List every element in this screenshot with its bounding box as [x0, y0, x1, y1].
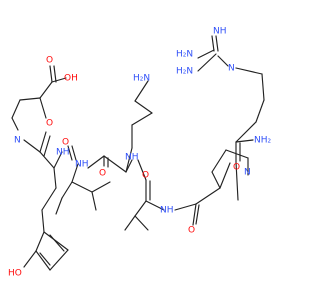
arginine-carbonyl-o-label: O [233, 163, 240, 173]
guanidine-nh-label: NH [213, 27, 227, 37]
proline2-ring-n-label: N [14, 136, 21, 146]
proline1-ring-n-label: N [244, 168, 251, 178]
valine1-nh-label: NH [160, 206, 174, 216]
proline2-acid-o-label: O [46, 56, 53, 66]
valine1-carbonyl-o-label: O [142, 171, 149, 181]
lysine-carbonyl-o-label: O [99, 169, 106, 179]
tyrosine-carbonyl-o-label: O [46, 119, 53, 129]
atom-labels: NH H₂N H₂N N NH₂ O N O NH O H₂N NH O NH … [8, 27, 272, 279]
proline1-carbonyl-o-label: O [188, 226, 195, 236]
arginine-amine-label: NH₂ [254, 136, 272, 146]
guanidine-nh2-label-a: H₂N [176, 50, 193, 60]
lysine-side-amine-label: H₂N [133, 74, 150, 84]
valine2-nh-label: NH [75, 160, 89, 170]
lysine-nh-label: NH [125, 153, 139, 163]
bonds [11, 35, 265, 271]
tyrosine-hydroxyl-label: HO [8, 269, 22, 279]
molecule-structure-diagram: NH H₂N H₂N N NH₂ O N O NH O H₂N NH O NH … [8, 27, 272, 279]
valine2-carbonyl-o-label: O [62, 138, 69, 148]
proline2-acid-oh-label: OH [64, 74, 78, 84]
tyrosine-nh-label: NH [56, 148, 70, 158]
guanidine-n-label: N [228, 64, 235, 74]
guanidine-nh2-label-b: H₂N [176, 67, 193, 77]
